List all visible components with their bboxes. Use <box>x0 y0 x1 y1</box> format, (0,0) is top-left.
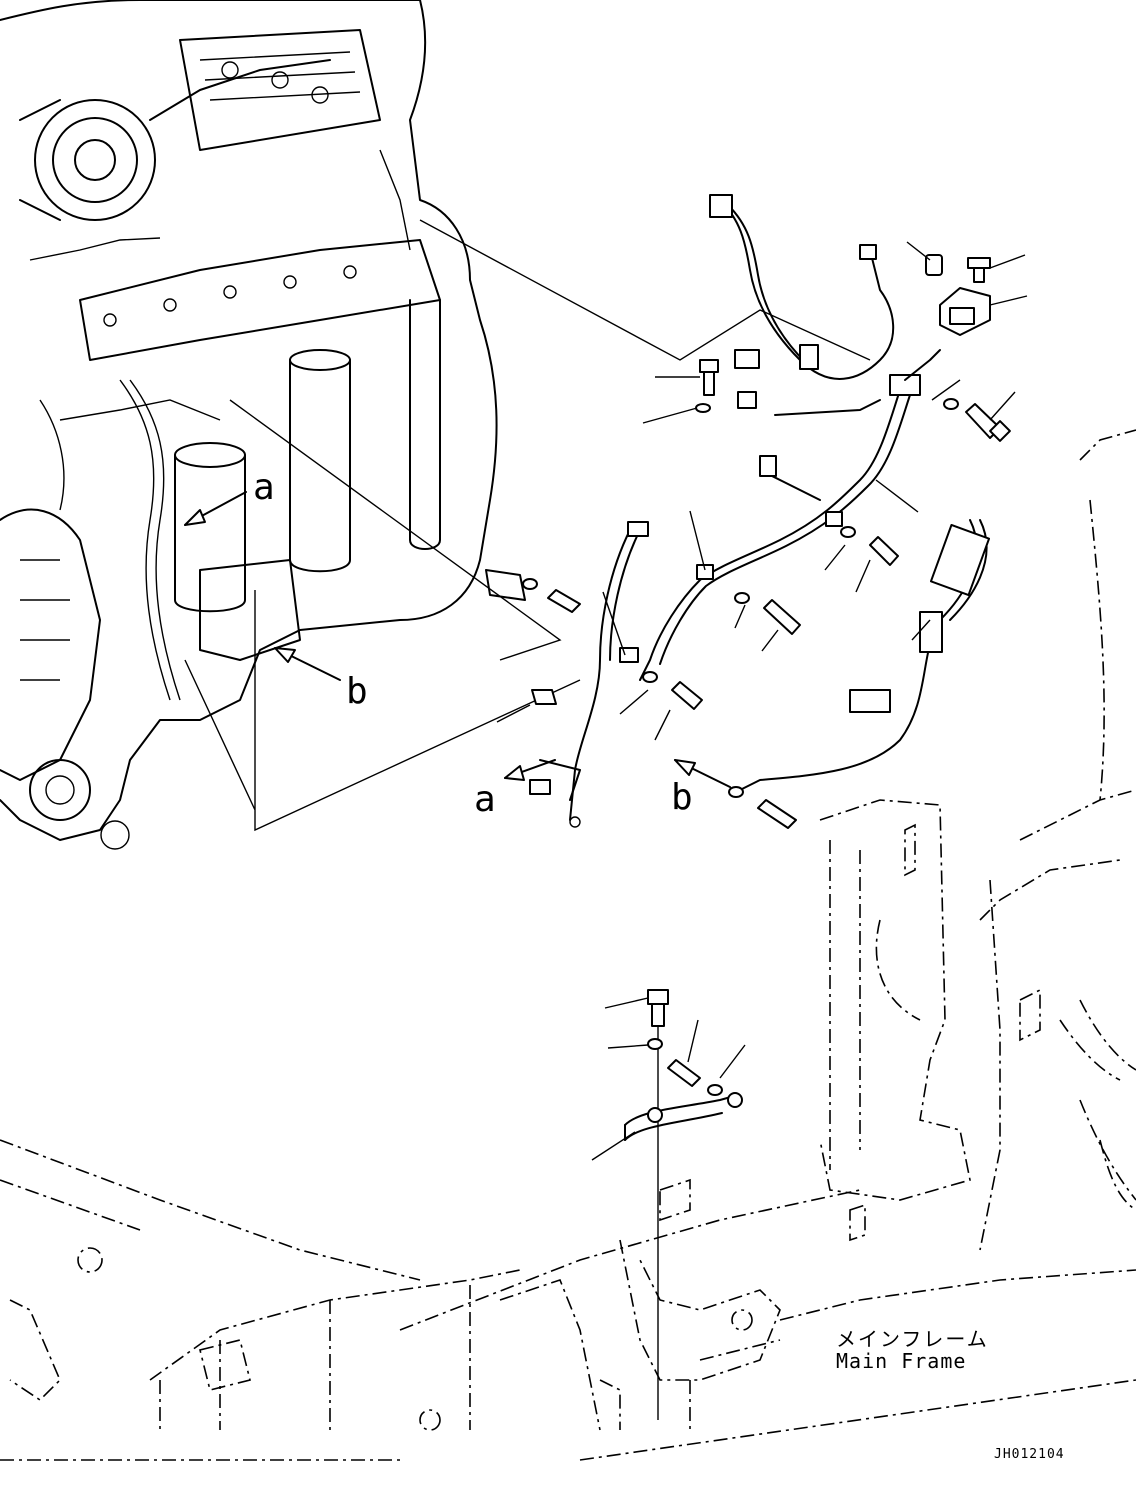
ground-cable <box>619 349 941 681</box>
callout-a-upper: a <box>253 467 275 508</box>
main-frame <box>0 429 1136 1461</box>
drawing-number: JH012104 <box>994 1447 1065 1462</box>
engine-assembly <box>0 0 498 850</box>
fasteners-upper <box>485 254 1011 829</box>
wiring-harness <box>529 194 991 828</box>
callout-b-lower: b <box>671 777 693 818</box>
leader-lines <box>184 219 871 832</box>
frame-label-english: Main Frame <box>836 1349 967 1373</box>
reference-arrows <box>184 491 731 788</box>
callout-a-lower: a <box>474 779 496 820</box>
item-leaders <box>496 241 1028 741</box>
frame-label-japanese: メインフレーム <box>836 1327 989 1351</box>
callout-b-upper: b <box>346 671 368 712</box>
frame-ground-strap <box>591 989 746 1420</box>
